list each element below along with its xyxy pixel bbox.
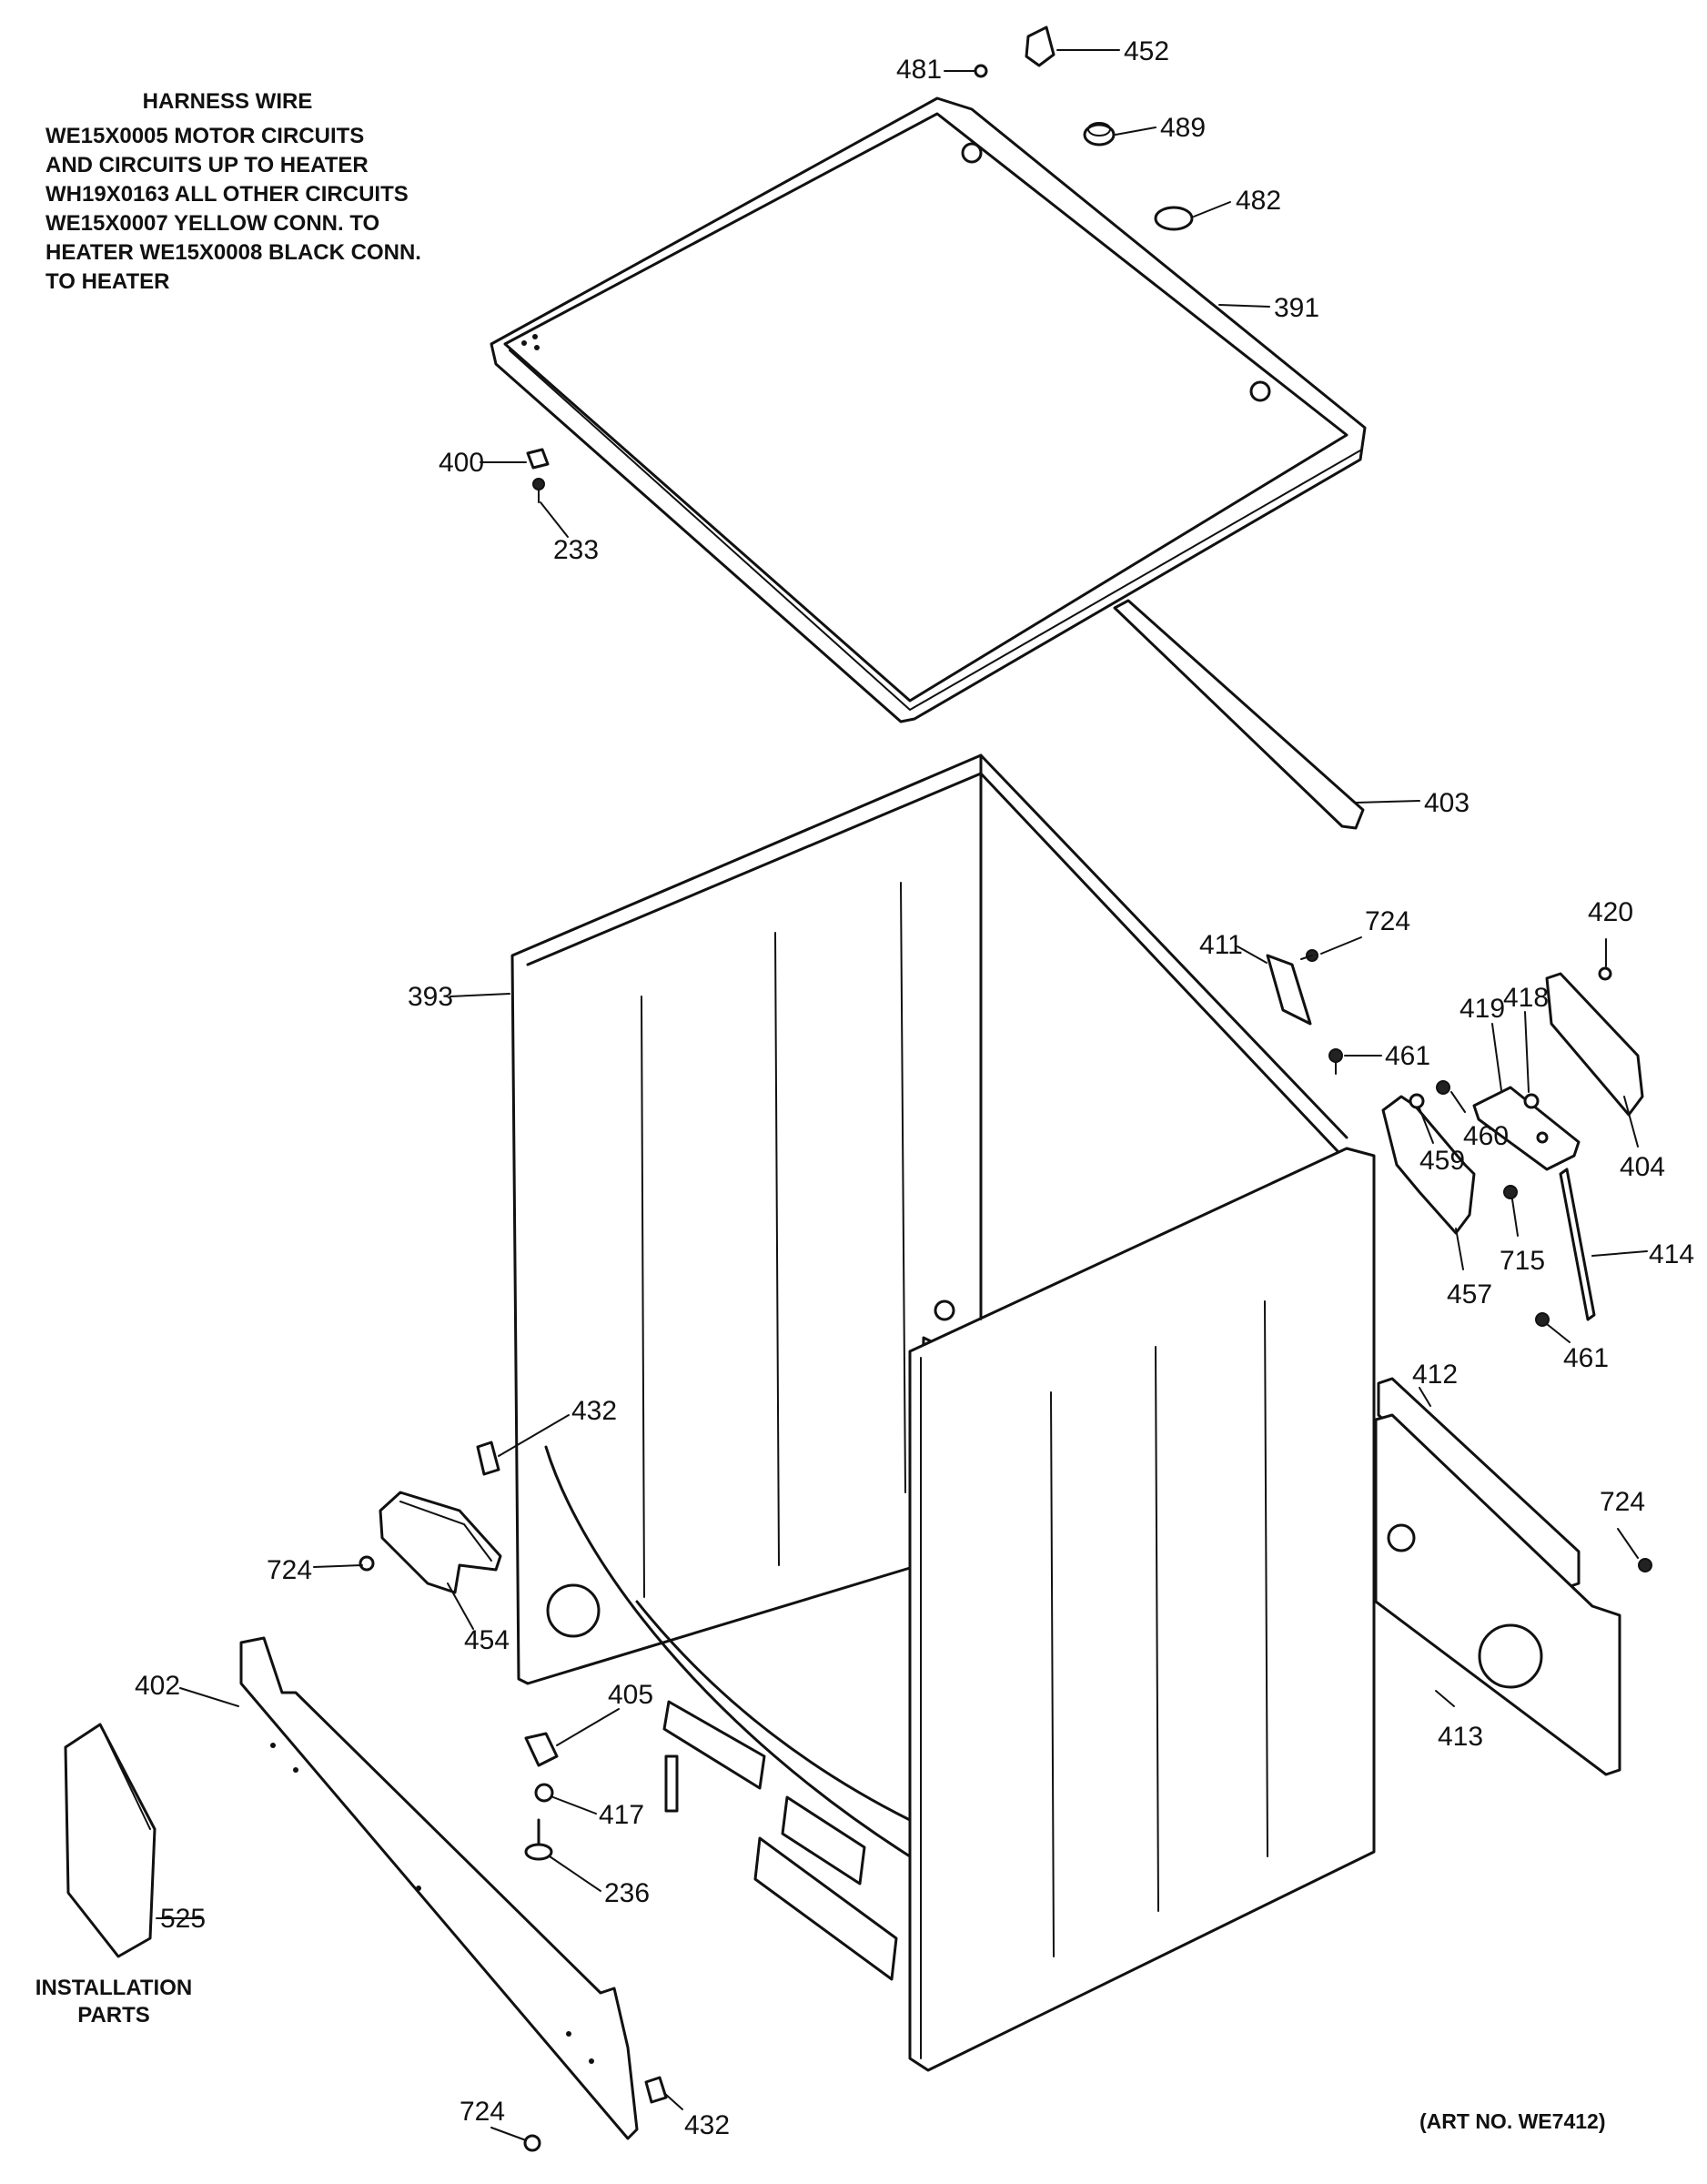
harness-note-line: WH19X0163 ALL OTHER CIRCUITS	[45, 182, 409, 207]
screw-724-bottom	[523, 2134, 541, 2152]
callout-460: 460	[1463, 1121, 1509, 1151]
rail-412	[1377, 1377, 1581, 1590]
top-panel	[490, 96, 1367, 723]
installation-label-line: INSTALLATION	[35, 1976, 193, 2000]
screw-420	[1598, 966, 1612, 981]
callout-432-lower: 432	[684, 2110, 730, 2140]
callout-412: 412	[1412, 1360, 1458, 1390]
harness-note-line: HEATER WE15X0008 BLACK CONN.	[45, 240, 421, 265]
callout-417: 417	[599, 1800, 644, 1830]
callout-403: 403	[1424, 788, 1470, 818]
leader-lines	[156, 49, 1648, 2141]
installation-envelope-525	[64, 1723, 157, 1958]
callout-489: 489	[1160, 113, 1206, 143]
callout-400: 400	[439, 448, 484, 478]
harness-wire-heading: HARNESS WIRE	[142, 89, 313, 114]
screw-724-left	[359, 1555, 375, 1572]
nut-417	[534, 1783, 554, 1803]
hinge-bracket-452	[1025, 25, 1056, 67]
callout-233: 233	[553, 535, 599, 565]
art-number: (ART NO. WE7412)	[1419, 2109, 1606, 2133]
callout-405: 405	[608, 1680, 653, 1710]
callout-391: 391	[1274, 293, 1319, 323]
harness-note-line: TO HEATER	[45, 269, 170, 294]
leveling-leg-236	[524, 1818, 553, 1861]
installation-label-line: PARTS	[77, 2003, 150, 2027]
callout-724-left: 724	[267, 1555, 312, 1585]
screw-233	[532, 478, 545, 503]
callout-402: 402	[135, 1671, 180, 1701]
bracket-405	[524, 1732, 559, 1767]
screw-461-top	[1328, 1048, 1343, 1075]
callout-420: 420	[1588, 897, 1633, 927]
callout-419: 419	[1460, 994, 1505, 1024]
callout-432-upper: 432	[571, 1396, 617, 1426]
toe-panel-402	[239, 1636, 639, 2140]
installation-parts-label: INSTALLATION PARTS	[18, 1975, 209, 2029]
harness-note-line: WE15X0007 YELLOW CONN. TO	[45, 211, 380, 236]
harness-note-line: WE15X0005 MOTOR CIRCUITS	[45, 124, 365, 148]
clip-400	[526, 448, 550, 470]
callout-724-right: 724	[1600, 1487, 1645, 1517]
callout-459: 459	[1419, 1146, 1465, 1176]
callout-715: 715	[1500, 1246, 1545, 1276]
callout-525: 525	[160, 1904, 206, 1934]
nut-418	[1523, 1093, 1540, 1109]
strip-414	[1559, 1168, 1596, 1321]
clip-432-upper	[476, 1441, 500, 1476]
callout-454: 454	[464, 1625, 510, 1655]
strap-403	[1113, 599, 1365, 830]
harness-wire-note: HARNESS WIRE WE15X0005 MOTOR CIRCUITS AN…	[45, 87, 519, 297]
duct-454	[379, 1491, 502, 1594]
screw-724-top	[1300, 949, 1318, 962]
callout-404: 404	[1620, 1152, 1665, 1182]
callout-452: 452	[1124, 36, 1169, 66]
cabinet	[510, 753, 1376, 2072]
callout-236: 236	[604, 1878, 650, 1908]
callout-724-top: 724	[1365, 906, 1410, 936]
clip-432-lower	[644, 2076, 668, 2104]
clip-481	[974, 64, 988, 78]
callout-413: 413	[1438, 1722, 1483, 1752]
callout-418: 418	[1503, 983, 1549, 1013]
callout-411: 411	[1199, 930, 1243, 960]
plug-489	[1083, 122, 1116, 147]
callout-481: 481	[896, 55, 942, 85]
panel-413	[1374, 1413, 1621, 1776]
cover-404	[1545, 972, 1644, 1117]
screw-459	[1409, 1093, 1425, 1109]
screw-460	[1436, 1080, 1450, 1095]
cap-482	[1154, 206, 1194, 231]
screw-715	[1503, 1185, 1518, 1199]
bracket-457	[1381, 1095, 1476, 1235]
callout-461-top: 461	[1385, 1041, 1430, 1071]
harness-note-line: AND CIRCUITS UP TO HEATER	[45, 153, 369, 177]
screw-724-right	[1638, 1558, 1652, 1572]
callout-457: 457	[1447, 1279, 1492, 1309]
callout-414: 414	[1649, 1239, 1694, 1269]
callout-461-bottom: 461	[1563, 1343, 1609, 1373]
callout-482: 482	[1236, 186, 1281, 216]
callout-724-bottom: 724	[460, 2097, 505, 2127]
callout-393: 393	[408, 982, 453, 1012]
plate-411	[1266, 954, 1312, 1026]
screw-461-bottom	[1535, 1312, 1550, 1327]
